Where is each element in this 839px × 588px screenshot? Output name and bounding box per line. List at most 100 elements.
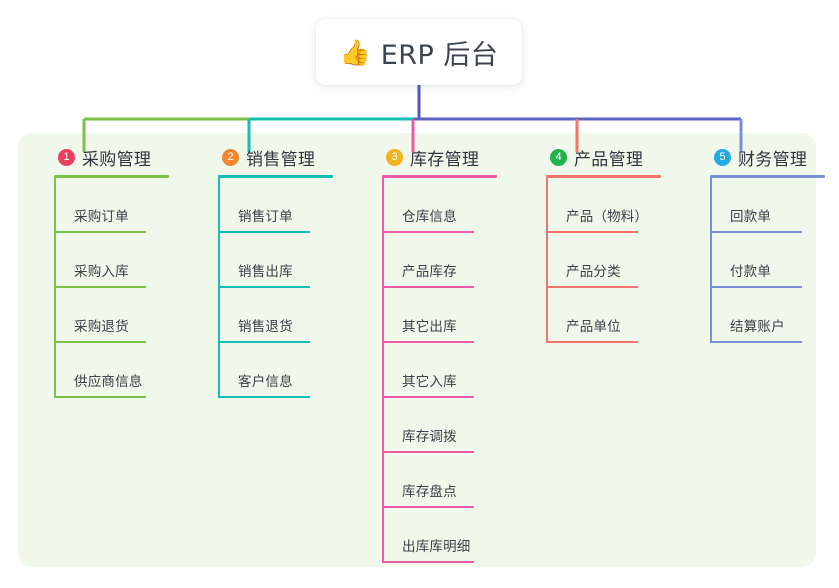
leaf-item-underline: [546, 286, 638, 288]
branch-number-badge-2: 2: [222, 148, 239, 166]
leaf-item[interactable]: 其它出库: [382, 288, 497, 343]
leaf-item-underline: [382, 231, 474, 233]
branch-number-badge-5: 5: [714, 148, 731, 166]
leaf-item[interactable]: 回款单: [710, 178, 825, 233]
leaf-item-underline: [54, 286, 146, 288]
leaf-item-label: 销售订单: [238, 209, 293, 225]
leaf-item[interactable]: 销售出库: [218, 233, 333, 288]
branch-underline-5: [710, 175, 825, 178]
branch-number-badge-4: 4: [550, 148, 567, 166]
leaf-item-underline: [382, 286, 474, 288]
branch-title-1: 采购管理: [82, 149, 152, 170]
leaf-item[interactable]: 采购退货: [54, 288, 169, 343]
leaf-item-label: 产品分类: [566, 264, 621, 280]
leaf-item[interactable]: 库存调拨: [382, 398, 497, 453]
branch-spine-5: [710, 178, 712, 343]
branch-items-3: 仓库信息产品库存其它出库其它入库库存调拨库存盘点出库库明细: [364, 178, 497, 563]
branch-items-5: 回款单付款单结算账户: [692, 178, 825, 343]
leaf-item-underline: [382, 396, 474, 398]
branch-spine-2: [218, 178, 220, 398]
branch-title-5: 财务管理: [738, 149, 808, 170]
branch-title-2: 销售管理: [246, 149, 316, 170]
leaf-item-underline: [546, 341, 638, 343]
leaf-item-label: 库存盘点: [402, 484, 457, 500]
root-node-content: 👍 ERP 后台: [340, 33, 499, 72]
leaf-item[interactable]: 采购入库: [54, 233, 169, 288]
branch-items-2: 销售订单销售出库销售退货客户信息: [200, 178, 333, 398]
leaf-item-underline: [54, 341, 146, 343]
leaf-item-underline: [710, 341, 802, 343]
leaf-item-underline: [710, 231, 802, 233]
branch-spine-3: [382, 178, 384, 563]
leaf-item-label: 其它出库: [402, 319, 457, 335]
leaf-item-label: 采购退货: [74, 319, 129, 335]
leaf-item-label: 付款单: [730, 264, 772, 280]
branch-column-3: 3 库存管理仓库信息产品库存其它出库其它入库库存调拨库存盘点出库库明细: [364, 145, 497, 563]
branch-header-5[interactable]: 5 财务管理: [692, 145, 825, 170]
leaf-item[interactable]: 出库库明细: [382, 508, 497, 563]
leaf-item-underline: [218, 231, 310, 233]
leaf-item[interactable]: 销售退货: [218, 288, 333, 343]
leaf-item[interactable]: 其它入库: [382, 343, 497, 398]
leaf-item-underline: [382, 561, 474, 563]
leaf-item[interactable]: 库存盘点: [382, 453, 497, 508]
leaf-item[interactable]: 产品分类: [546, 233, 661, 288]
branch-column-4: 4 产品管理产品（物料） 产品分类产品单位: [528, 145, 661, 343]
branch-number-badge-1: 1: [58, 148, 75, 166]
leaf-item[interactable]: 付款单: [710, 233, 825, 288]
branch-number-badge-3: 3: [386, 148, 403, 166]
leaf-item-underline: [382, 451, 474, 453]
leaf-item[interactable]: 采购订单: [54, 178, 169, 233]
branch-underline-4: [546, 175, 661, 178]
branch-column-2: 2 销售管理销售订单销售出库销售退货客户信息: [200, 145, 333, 398]
leaf-item-underline: [218, 286, 310, 288]
branch-underline-1: [54, 175, 169, 178]
branch-header-4[interactable]: 4 产品管理: [528, 145, 661, 170]
leaf-item-label: 产品单位: [566, 319, 621, 335]
leaf-item-label: 产品库存: [402, 264, 457, 280]
leaf-item[interactable]: 产品库存: [382, 233, 497, 288]
diagram-panel-background: [18, 133, 816, 567]
leaf-item-label: 采购订单: [74, 209, 129, 225]
leaf-item-label: 出库库明细: [402, 539, 471, 555]
leaf-item-underline: [382, 341, 474, 343]
leaf-item-underline: [218, 396, 310, 398]
leaf-item-underline: [710, 286, 802, 288]
leaf-item[interactable]: 仓库信息: [382, 178, 497, 233]
leaf-item-label: 回款单: [730, 209, 772, 225]
branch-items-1: 采购订单采购入库采购退货供应商信息: [36, 178, 169, 398]
branch-header-2[interactable]: 2 销售管理: [200, 145, 333, 170]
leaf-item-label: 产品（物料）: [566, 209, 649, 225]
leaf-item[interactable]: 产品单位: [546, 288, 661, 343]
leaf-item-label: 客户信息: [238, 374, 293, 390]
leaf-item[interactable]: 客户信息: [218, 343, 333, 398]
leaf-item-underline: [546, 231, 638, 233]
branch-spine-1: [54, 178, 56, 398]
leaf-item-label: 销售出库: [238, 264, 293, 280]
leaf-item[interactable]: 产品（物料）: [546, 178, 661, 233]
leaf-item-underline: [54, 396, 146, 398]
branch-title-4: 产品管理: [574, 149, 644, 170]
root-node-card[interactable]: 👍 ERP 后台: [316, 19, 522, 85]
root-node-label: ERP 后台: [380, 39, 499, 71]
branch-header-1[interactable]: 1 采购管理: [36, 145, 169, 170]
leaf-item-label: 仓库信息: [402, 209, 457, 225]
thumbs-up-icon: 👍: [339, 37, 371, 67]
branch-header-3[interactable]: 3 库存管理: [364, 145, 497, 170]
branch-title-3: 库存管理: [410, 149, 480, 170]
leaf-item-label: 结算账户: [730, 319, 785, 335]
leaf-item-label: 供应商信息: [74, 374, 143, 390]
leaf-item-underline: [218, 341, 310, 343]
branch-column-1: 1 采购管理采购订单采购入库采购退货供应商信息: [36, 145, 169, 398]
branch-column-5: 5 财务管理回款单付款单结算账户: [692, 145, 825, 343]
branch-underline-3: [382, 175, 497, 178]
leaf-item-label: 其它入库: [402, 374, 457, 390]
leaf-item[interactable]: 销售订单: [218, 178, 333, 233]
branch-spine-4: [546, 178, 548, 343]
leaf-item-label: 采购入库: [74, 264, 129, 280]
branch-underline-2: [218, 175, 333, 178]
leaf-item-label: 销售退货: [238, 319, 293, 335]
leaf-item[interactable]: 结算账户: [710, 288, 825, 343]
branch-items-4: 产品（物料） 产品分类产品单位: [528, 178, 661, 343]
leaf-item[interactable]: 供应商信息: [54, 343, 169, 398]
